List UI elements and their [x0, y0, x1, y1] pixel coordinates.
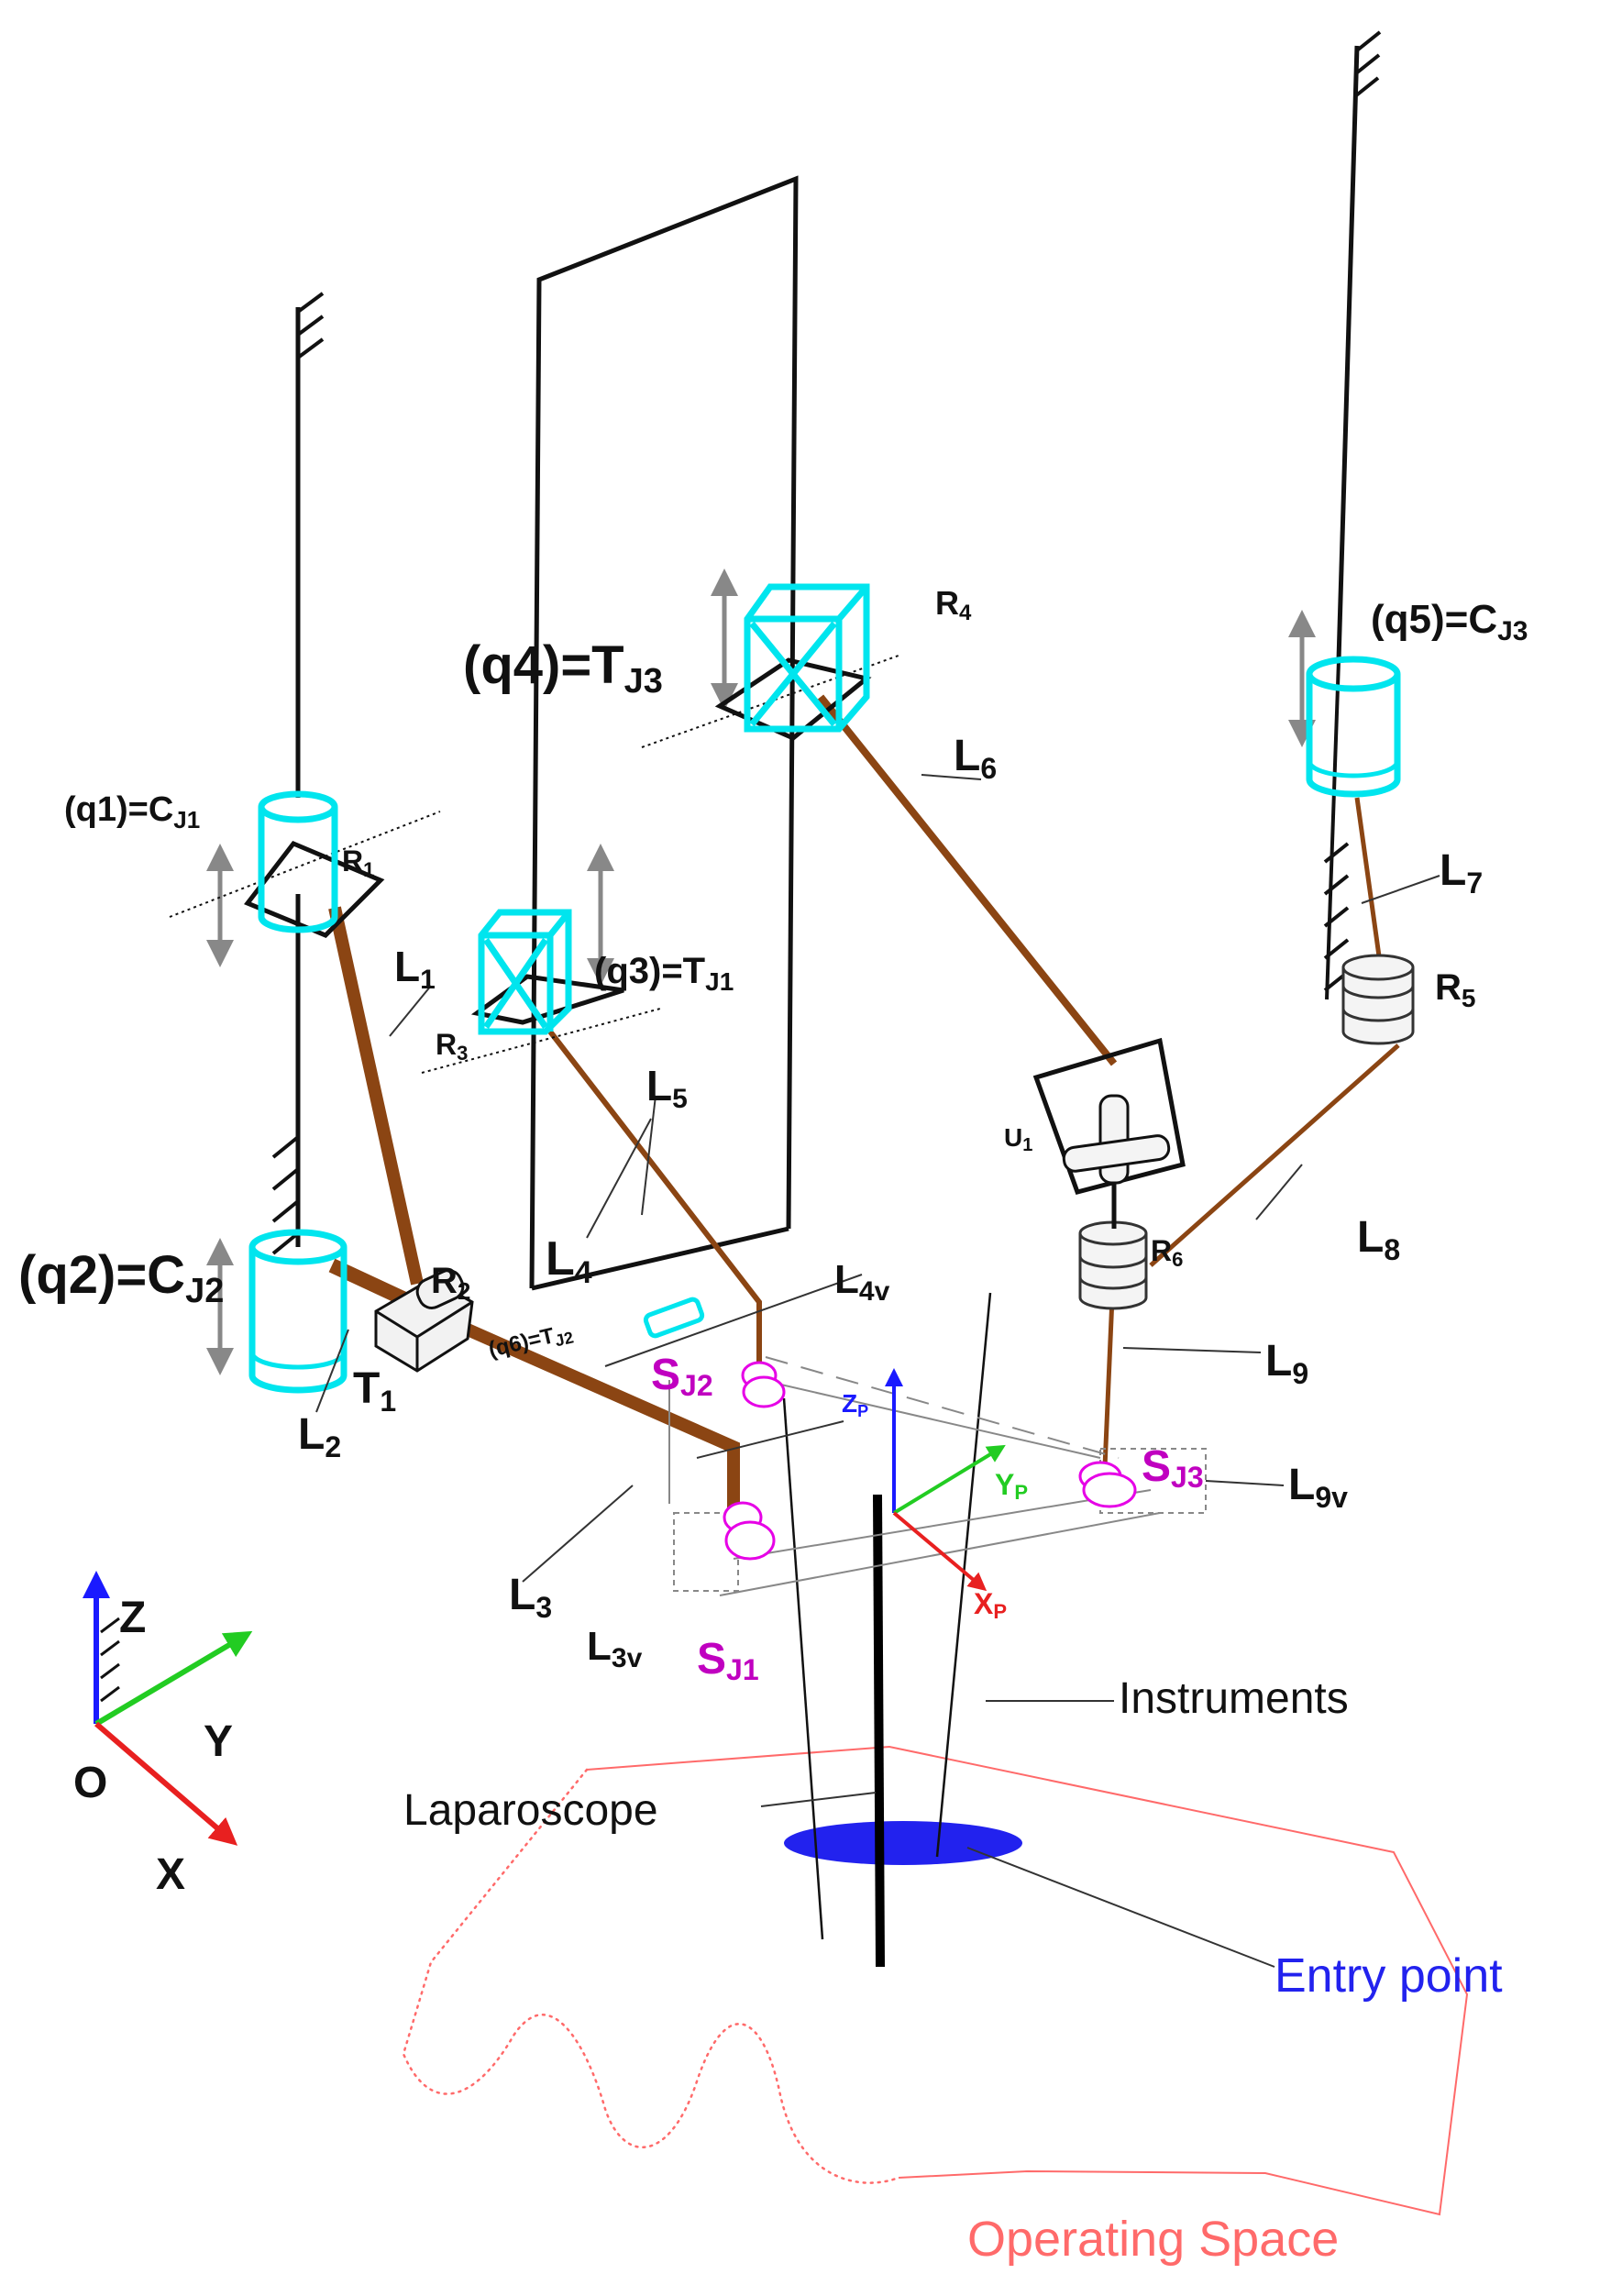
fixed-frame: [295, 45, 1360, 1291]
spherical-label-sj1: SJ1: [697, 1635, 759, 1686]
link-label-l7: L7: [1440, 846, 1483, 900]
joint-label-q4: (q4)=TJ3: [463, 635, 663, 701]
revolute-label-r1: R1: [342, 844, 374, 881]
link-label-l9v: L9v: [1288, 1461, 1348, 1514]
link-label-l6: L6: [954, 732, 997, 785]
revolute-label-r5: R5: [1435, 967, 1475, 1012]
universal-joint-u1: [1032, 1037, 1186, 1229]
entry-point-label: Entry point: [1274, 1949, 1503, 2003]
joint-label-q1: (q1)=CJ1: [64, 790, 200, 833]
gray-cylinders: [1078, 954, 1415, 1310]
spherical-label-sj2: SJ2: [651, 1351, 713, 1402]
revolute-r2-box: [374, 1269, 474, 1373]
operating-space-outline: [402, 1745, 1469, 2216]
instruments: [782, 1292, 992, 1940]
laparoscope-shaft: [873, 1494, 885, 1968]
ground-hatches: [271, 30, 1382, 1255]
operating-space-label: Operating Space: [967, 2212, 1339, 2267]
platform-axis-y-label: YP: [995, 1468, 1028, 1504]
spherical-joints: [723, 1361, 1137, 1561]
joint-label-q5: (q5)=CJ3: [1371, 597, 1528, 646]
world-axis-y-label: Y: [204, 1717, 233, 1766]
world-axis-z-label: Z: [119, 1594, 146, 1642]
link-label-l2: L2: [298, 1410, 341, 1463]
revolute-label-r4: R4: [935, 584, 972, 625]
joint-label-q3: (q3)=TJ1: [594, 951, 734, 996]
universal-label-u1: U1: [1004, 1123, 1032, 1155]
laparoscope-label: Laparoscope: [403, 1786, 658, 1835]
world-frame: [83, 1571, 253, 1846]
link-label-l3: L3: [509, 1571, 552, 1624]
platform-axis-x-label: XP: [974, 1587, 1007, 1623]
prismatic-label-t1: T1: [353, 1364, 396, 1418]
link-label-l4: L4: [546, 1232, 592, 1290]
revolute-label-r2: R2: [431, 1261, 470, 1305]
link-label-l3v: L3v: [587, 1624, 643, 1673]
platform-frame: [885, 1368, 1006, 1592]
revolute-plates: [244, 657, 872, 1025]
prismatic-arrows: [206, 568, 1316, 1375]
link-label-l8: L8: [1357, 1213, 1400, 1266]
link-label-l4v: L4v: [834, 1257, 890, 1307]
link-label-l1: L1: [394, 943, 436, 995]
links-brown: [328, 694, 1400, 1508]
platform-axis-z-label: ZP: [842, 1389, 868, 1420]
world-origin-label: O: [73, 1759, 107, 1807]
revolute-label-r6: R6: [1151, 1234, 1183, 1271]
leader-lines: [315, 774, 1440, 1968]
actuators-cyan: [248, 583, 1401, 1394]
revolute-label-r3: R3: [436, 1028, 468, 1065]
world-frame-hatch: [100, 1617, 120, 1703]
world-axis-x-label: X: [156, 1850, 185, 1899]
link-label-l9: L9: [1265, 1337, 1308, 1390]
link-label-l5: L5: [646, 1062, 688, 1114]
instruments-label: Instruments: [1119, 1674, 1349, 1723]
spherical-label-sj3: SJ3: [1142, 1442, 1204, 1494]
joint-label-q2: (q2)=CJ2: [18, 1245, 224, 1310]
entry-point-ellipse: [784, 1821, 1022, 1865]
